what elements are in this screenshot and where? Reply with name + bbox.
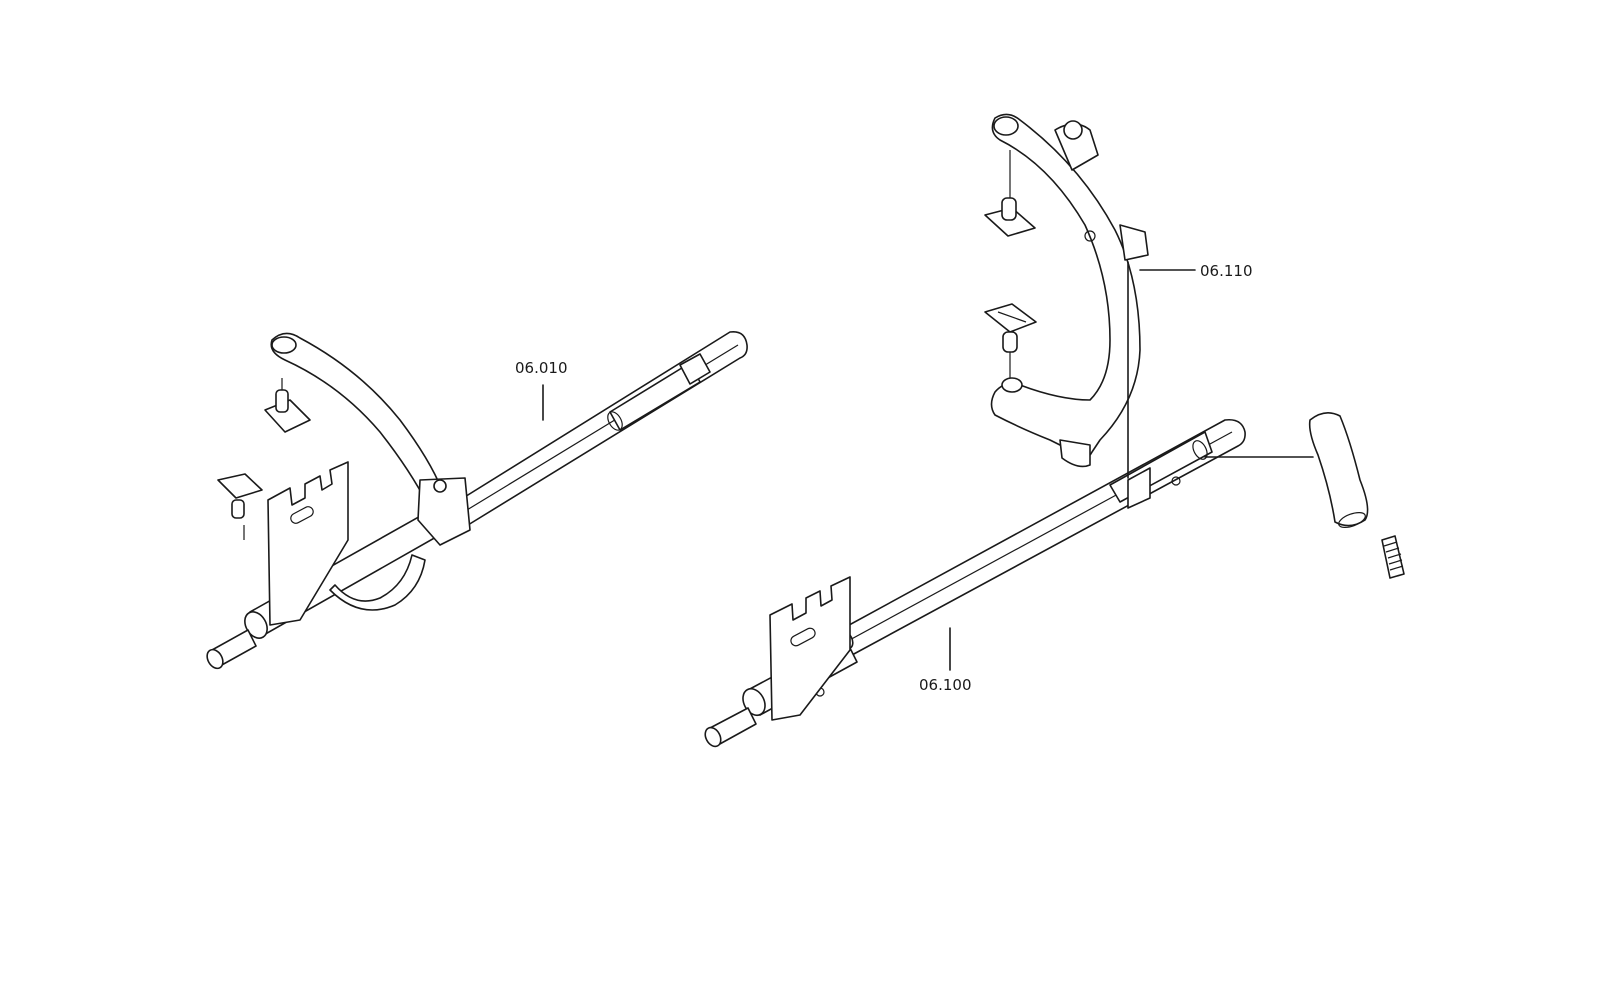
- compression-spring: [1381, 535, 1405, 579]
- shift-fork-06110: [990, 113, 1149, 468]
- callout-06010: 06.010: [515, 359, 568, 377]
- shift-fork-06010: [270, 332, 471, 611]
- shift-lug-06010: [267, 461, 349, 626]
- callout-06110: 06.110: [1200, 262, 1253, 280]
- sliding-block-06010-a: [264, 378, 311, 433]
- shift-lug-06100: [769, 576, 851, 721]
- shift-rail-assembly-06010: [206, 330, 748, 670]
- callout-06100: 06.100: [919, 676, 972, 694]
- sliding-block-06110-a: [984, 150, 1036, 237]
- detent-pin: [1308, 412, 1369, 528]
- sliding-block-06110-b: [984, 303, 1037, 378]
- sliding-block-06010-b: [217, 473, 263, 540]
